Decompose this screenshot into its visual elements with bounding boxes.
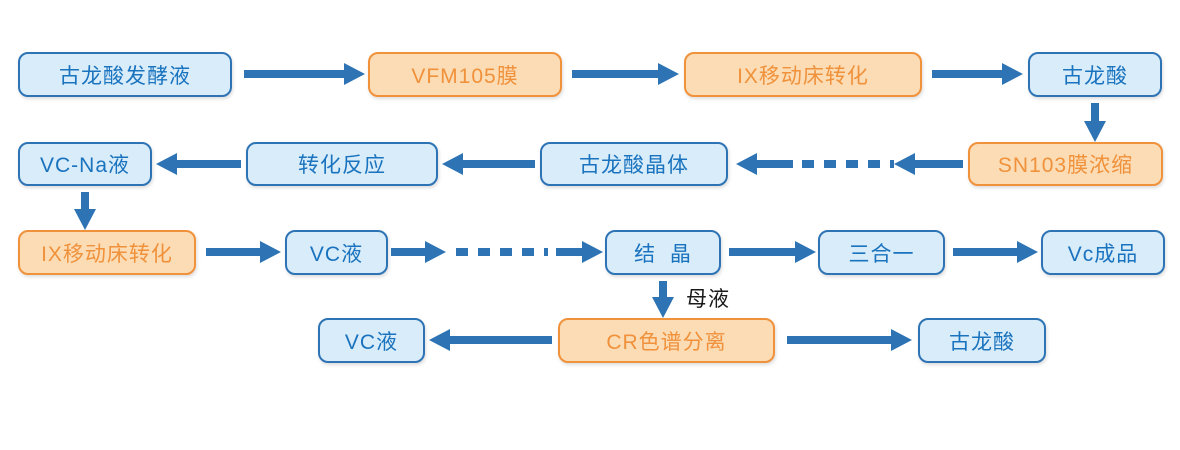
- arrow-sn103-to-crystal-head: [736, 153, 793, 175]
- node-ix-moving-bed-mid: IX移动床转化: [18, 230, 196, 275]
- node-conversion-reaction: 转化反应: [246, 142, 438, 186]
- node-ix-moving-bed-top: IX移动床转化: [684, 52, 922, 97]
- node-vc-na-solution: VC-Na液: [18, 142, 152, 186]
- arrow-vc-to-crystallization-head: [556, 241, 603, 263]
- arrow-crystallization-down-to-cr: [652, 281, 674, 318]
- node-vc-product: Vc成品: [1041, 230, 1165, 275]
- arrow-crystal-to-reaction: [442, 153, 535, 175]
- node-crystallization: 结 晶: [605, 230, 721, 275]
- arrow-ix-mid-to-vc: [206, 241, 281, 263]
- arrow-vcna-down-to-ix-mid: [74, 192, 96, 230]
- arrow-gulonic-down-to-sn103: [1084, 103, 1106, 142]
- arrow-three-in-one-to-product: [953, 241, 1038, 263]
- node-three-in-one: 三合一: [818, 230, 945, 275]
- node-cr-chromatography: CR色谱分离: [558, 318, 775, 363]
- arrow-cr-to-vc-bottom: [429, 329, 552, 351]
- arrow-sn103-to-crystal-tail: [894, 153, 963, 175]
- node-vc-solution-mid: VC液: [285, 230, 388, 275]
- node-fermentation-broth: 古龙酸发酵液: [18, 52, 232, 97]
- arrow-cr-to-gulonic-bottom: [787, 329, 912, 351]
- edge-label-mother-liquor: 母液: [686, 288, 730, 311]
- node-sn103-membrane: SN103膜浓缩: [968, 142, 1163, 186]
- arrow-reaction-to-vcna: [156, 153, 241, 175]
- arrow-crystallization-to-three-in-one: [729, 241, 816, 263]
- node-gulonic-acid-crystal: 古龙酸晶体: [540, 142, 728, 186]
- arrow-vfm105-to-ix-top: [572, 63, 679, 85]
- node-vc-solution-bottom: VC液: [318, 318, 425, 363]
- arrow-sn103-to-crystal-dashes: [802, 160, 894, 168]
- node-gulonic-acid-bottom: 古龙酸: [918, 318, 1046, 363]
- arrow-vc-to-crystallization-tail: [391, 241, 446, 263]
- node-gulonic-acid-top: 古龙酸: [1028, 52, 1162, 97]
- node-vfm105-membrane: VFM105膜: [368, 52, 562, 97]
- arrow-broth-to-vfm105: [244, 63, 365, 85]
- arrow-ix-top-to-gulonic: [932, 63, 1023, 85]
- arrow-vc-to-crystallization-dashes: [456, 248, 548, 256]
